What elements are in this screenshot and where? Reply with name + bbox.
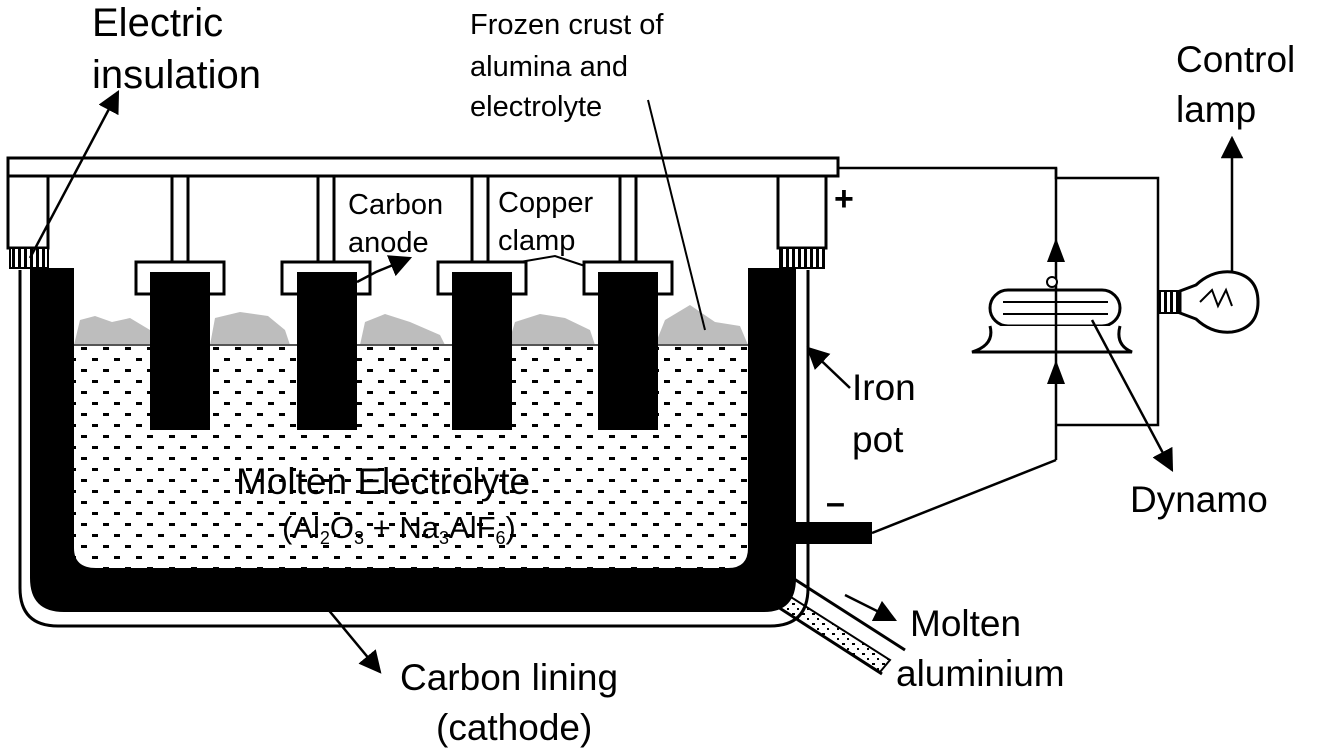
label-electrolyte-formula: (Al2O3 + Na3AlF6) [282,510,516,548]
tapping-outlet [730,564,892,674]
label-frozen-crust-2: alumina and [470,51,628,83]
carbon-lining [30,268,796,612]
frozen-crust-leader [647,99,706,331]
dynamo-icon [971,276,1133,354]
label-molten-aluminium-1: Molten [910,603,1021,644]
label-carbon-lining-2: (cathode) [436,707,592,748]
current-arrow-lower [1047,360,1065,384]
anode-rod-1 [170,174,190,264]
molten-aluminium-arrow [844,593,898,622]
label-copper-clamp-2: clamp [498,225,575,257]
carbon-anode-3 [452,272,512,430]
label-carbon-lining-1: Carbon lining [400,657,618,698]
left-insulation-block [9,247,49,269]
label-molten-electrolyte: Molten Electrolyte [236,461,530,502]
outlet-edge-top [751,550,906,652]
label-control-lamp-2: lamp [1176,89,1256,130]
label-frozen-crust-3: electrolyte [470,91,602,123]
carbon-anode-2 [297,272,357,430]
carbon-anode-4 [598,272,658,430]
iron-pot-arrow [806,346,851,389]
label-control-lamp-1: Control [1176,39,1295,80]
positive-terminal-sign: + [834,180,854,218]
anode-rod-4 [618,174,638,264]
current-arrow-upper [1047,238,1065,262]
label-molten-aluminium-2: aluminium [896,653,1065,694]
iron-pot-outer [18,270,810,628]
label-iron-pot-1: Iron [852,367,916,408]
label-iron-pot-2: pot [852,419,904,460]
copper-clamp-leader [519,254,586,267]
anode-rod-2 [316,174,336,264]
carbon-anode-1 [150,272,210,430]
cathode-terminal [790,522,872,544]
label-dynamo: Dynamo [1130,479,1268,520]
label-carbon-anode-2: anode [348,227,429,259]
label-carbon-anode-1: Carbon [348,189,443,221]
insulation-arrow [28,90,120,259]
bulb-icon [1157,270,1260,334]
outlet-edge-bottom [735,578,883,676]
label-electric-insulation-2: insulation [92,53,261,97]
label-electric-insulation-1: Electric [92,1,223,45]
dynamo-arrow [1090,319,1174,472]
negative-terminal-sign: – [826,484,845,522]
right-support [776,174,828,250]
frozen-crust [74,305,748,345]
positive-wire [838,166,1160,427]
anode-rod-3 [470,174,490,264]
label-copper-clamp-1: Copper [498,187,593,219]
negative-wire [871,458,1057,535]
right-insulation-block [779,247,825,269]
label-frozen-crust-1: Frozen crust of [470,9,664,41]
carbon-anode-leader [356,255,413,284]
carbon-lining-arrow [311,589,382,674]
